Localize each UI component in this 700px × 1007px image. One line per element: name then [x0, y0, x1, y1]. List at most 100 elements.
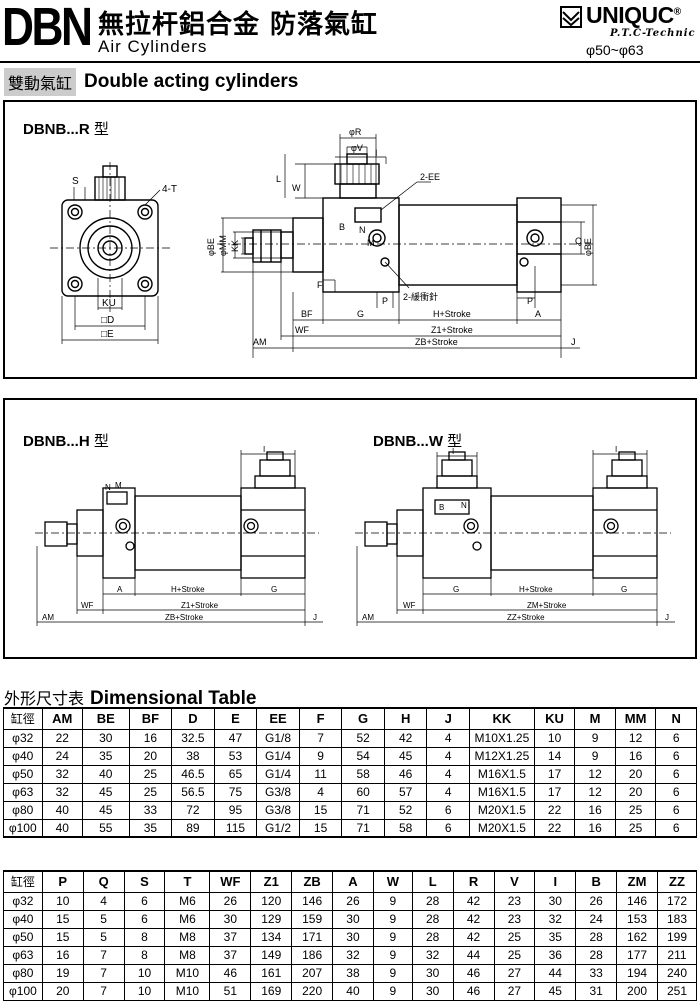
table-cell: 134 — [250, 927, 293, 947]
svg-text:W: W — [292, 183, 301, 193]
svg-text:M: M — [115, 481, 122, 490]
table-cell: G1/4 — [256, 764, 300, 784]
panel-title-h: DBNB...H 型 — [23, 432, 109, 450]
panel-title-w: DBNB...W 型 — [373, 432, 463, 450]
svg-text:N: N — [105, 483, 111, 492]
svg-text:J: J — [571, 337, 576, 347]
table-cell: 17 — [533, 764, 576, 784]
table-cell: 28 — [575, 945, 618, 965]
table-cell: 199 — [657, 927, 697, 947]
svg-text:AM: AM — [42, 613, 54, 622]
table-cell: 35 — [128, 818, 173, 838]
table-cell: 7 — [82, 945, 125, 965]
table-header-cell: Q — [82, 870, 125, 893]
table-cell: 25 — [493, 945, 536, 965]
brand-logo: UNIQUC® P.T.C-Technic φ50~φ63 — [560, 2, 698, 58]
table-cell: 15 — [41, 927, 84, 947]
h-type-view — [44, 451, 306, 579]
table-cell: 75 — [213, 782, 258, 802]
table-cell: 42 — [383, 728, 428, 748]
table-header-cell: N — [655, 707, 697, 730]
table-cell: 12 — [574, 782, 616, 802]
table-cell: M8 — [164, 927, 211, 947]
table-cell: 30 — [411, 963, 454, 983]
table-cell: 40 — [41, 800, 84, 820]
table-cell: 44 — [534, 963, 577, 983]
table-cell: 26 — [332, 891, 374, 911]
table-cell: 22 — [533, 800, 576, 820]
table-cell: 46 — [452, 963, 495, 983]
table-title-en: Dimensional Table — [90, 688, 257, 709]
table-header-cell: B — [575, 870, 618, 893]
table-cell: 194 — [616, 963, 658, 983]
table-cell: 207 — [291, 963, 334, 983]
bore-cell: φ63 — [3, 945, 43, 965]
side-view — [244, 153, 562, 293]
table-cell: 15 — [298, 800, 343, 820]
svg-text:ZB+Stroke: ZB+Stroke — [415, 337, 458, 347]
w-type-view — [364, 451, 658, 579]
table-cell: 16 — [128, 728, 173, 748]
logo-mark-icon — [560, 6, 582, 28]
table-cell: 32 — [41, 764, 84, 784]
table-cell: 23 — [493, 891, 536, 911]
table-cell: 220 — [291, 981, 334, 1001]
table-cell: G1/2 — [256, 818, 300, 838]
table-cell: 45 — [82, 782, 130, 802]
svg-text:φMM: φMM — [218, 235, 228, 256]
table-header-cell: V — [493, 870, 536, 893]
table-cell: 24 — [575, 909, 618, 929]
table-header-cell: 缸徑 — [3, 707, 43, 730]
bore-cell: φ80 — [3, 963, 43, 983]
table-cell: 6 — [426, 800, 470, 820]
table-cell: 186 — [291, 945, 334, 965]
table-cell: 46 — [452, 981, 495, 1001]
table-cell: 72 — [171, 800, 215, 820]
table-cell: 46.5 — [171, 764, 215, 784]
table-cell: 47 — [213, 728, 258, 748]
svg-text:B: B — [339, 222, 345, 232]
table-cell: 42 — [452, 891, 495, 911]
table-header-cell: S — [123, 870, 166, 893]
table-cell: 28 — [411, 909, 454, 929]
table-cell: 7 — [298, 728, 343, 748]
table-cell: 5 — [82, 927, 125, 947]
table-cell: 6 — [655, 764, 697, 784]
table-cell: M10 — [164, 981, 211, 1001]
table-cell: 20 — [41, 981, 84, 1001]
table-cell: M8 — [164, 945, 211, 965]
table-cell: 30 — [332, 909, 374, 929]
svg-text:G: G — [357, 309, 364, 319]
table-cell: 149 — [250, 945, 293, 965]
table-cell: 172 — [657, 891, 697, 911]
table-header-cell: KK — [468, 707, 535, 730]
table-cell: 57 — [383, 782, 428, 802]
table-cell: 95 — [213, 800, 258, 820]
table-cell: 162 — [616, 927, 658, 947]
table-cell: 40 — [332, 981, 374, 1001]
table-cell: 19 — [41, 963, 84, 983]
table-cell: 146 — [291, 891, 334, 911]
table-cell: 60 — [341, 782, 385, 802]
table-header-cell: A — [332, 870, 374, 893]
svg-text:N: N — [461, 501, 467, 510]
svg-text:φR: φR — [349, 127, 362, 137]
table-cell: 25 — [614, 800, 657, 820]
page-header: DBN 無拉杆鋁合金 防落氣缸 Air Cylinders UNIQUC® P.… — [0, 0, 700, 63]
table-cell: 30 — [534, 891, 577, 911]
table-cell: 7 — [82, 981, 125, 1001]
table-cell: 26 — [209, 891, 252, 911]
svg-text:I: I — [452, 447, 454, 456]
table-title-zh: 外形尺寸表 — [4, 689, 85, 708]
table-cell: 55 — [82, 818, 130, 838]
table-cell: 177 — [616, 945, 658, 965]
svg-text:WF: WF — [295, 325, 309, 335]
table-header-cell: E — [213, 707, 258, 730]
table-cell: 32.5 — [171, 728, 215, 748]
